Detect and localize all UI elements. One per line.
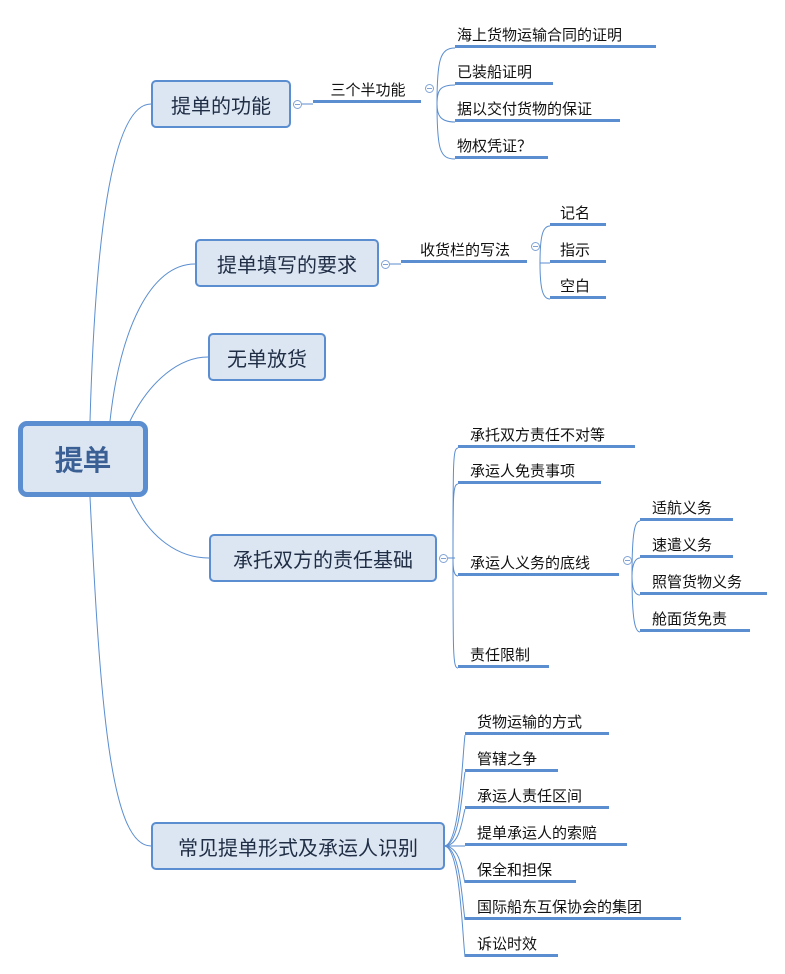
- subtopic[interactable]: 收货栏的写法: [401, 240, 527, 263]
- leaf-topic[interactable]: 货物运输的方式: [465, 712, 609, 735]
- branch-filling-requirements[interactable]: 提单填写的要求: [195, 239, 379, 287]
- leaf-topic[interactable]: 承运人义务的底线: [458, 553, 619, 576]
- leaf-topic[interactable]: 适航义务: [640, 498, 733, 521]
- branch-bl-functions[interactable]: 提单的功能: [151, 80, 291, 128]
- branch-release-without-bl[interactable]: 无单放货: [208, 333, 326, 381]
- leaf-topic[interactable]: 提单承运人的索赔: [465, 823, 627, 846]
- leaf-topic[interactable]: 诉讼时效: [465, 934, 558, 957]
- leaf-topic[interactable]: 物权凭证？: [455, 136, 548, 159]
- collapse-icon[interactable]: [623, 556, 632, 565]
- branch-liability-basis[interactable]: 承托双方的责任基础: [209, 534, 437, 582]
- leaf-topic[interactable]: 国际船东互保协会的集团: [465, 897, 681, 920]
- leaf-topic[interactable]: 海上货物运输合同的证明: [455, 25, 656, 48]
- branch-bl-forms-carrier-id[interactable]: 常见提单形式及承运人识别: [151, 822, 445, 870]
- collapse-icon[interactable]: [531, 242, 540, 251]
- leaf-topic[interactable]: 责任限制: [458, 645, 549, 668]
- leaf-topic[interactable]: 承运人责任区间: [465, 786, 609, 809]
- leaf-topic[interactable]: 保全和担保: [465, 860, 576, 883]
- leaf-topic[interactable]: 承托双方责任不对等: [458, 425, 635, 448]
- leaf-topic[interactable]: 管辖之争: [465, 749, 558, 772]
- collapse-icon[interactable]: [381, 260, 390, 269]
- collapse-icon[interactable]: [439, 554, 448, 563]
- leaf-topic[interactable]: 据以交付货物的保证: [455, 99, 620, 122]
- leaf-topic[interactable]: 记名: [550, 203, 606, 226]
- leaf-topic[interactable]: 承运人免责事项: [458, 461, 601, 484]
- leaf-topic[interactable]: 指示: [550, 240, 606, 263]
- leaf-topic[interactable]: 空白: [550, 276, 606, 299]
- leaf-topic[interactable]: 照管货物义务: [640, 572, 767, 595]
- subtopic[interactable]: 三个半功能: [313, 80, 421, 103]
- collapse-icon[interactable]: [293, 100, 302, 109]
- collapse-icon[interactable]: [425, 84, 434, 93]
- root-topic[interactable]: 提单: [18, 421, 148, 497]
- leaf-topic[interactable]: 速遣义务: [640, 535, 733, 558]
- leaf-topic[interactable]: 已装船证明: [455, 62, 553, 85]
- leaf-topic[interactable]: 舱面货免责: [640, 609, 750, 632]
